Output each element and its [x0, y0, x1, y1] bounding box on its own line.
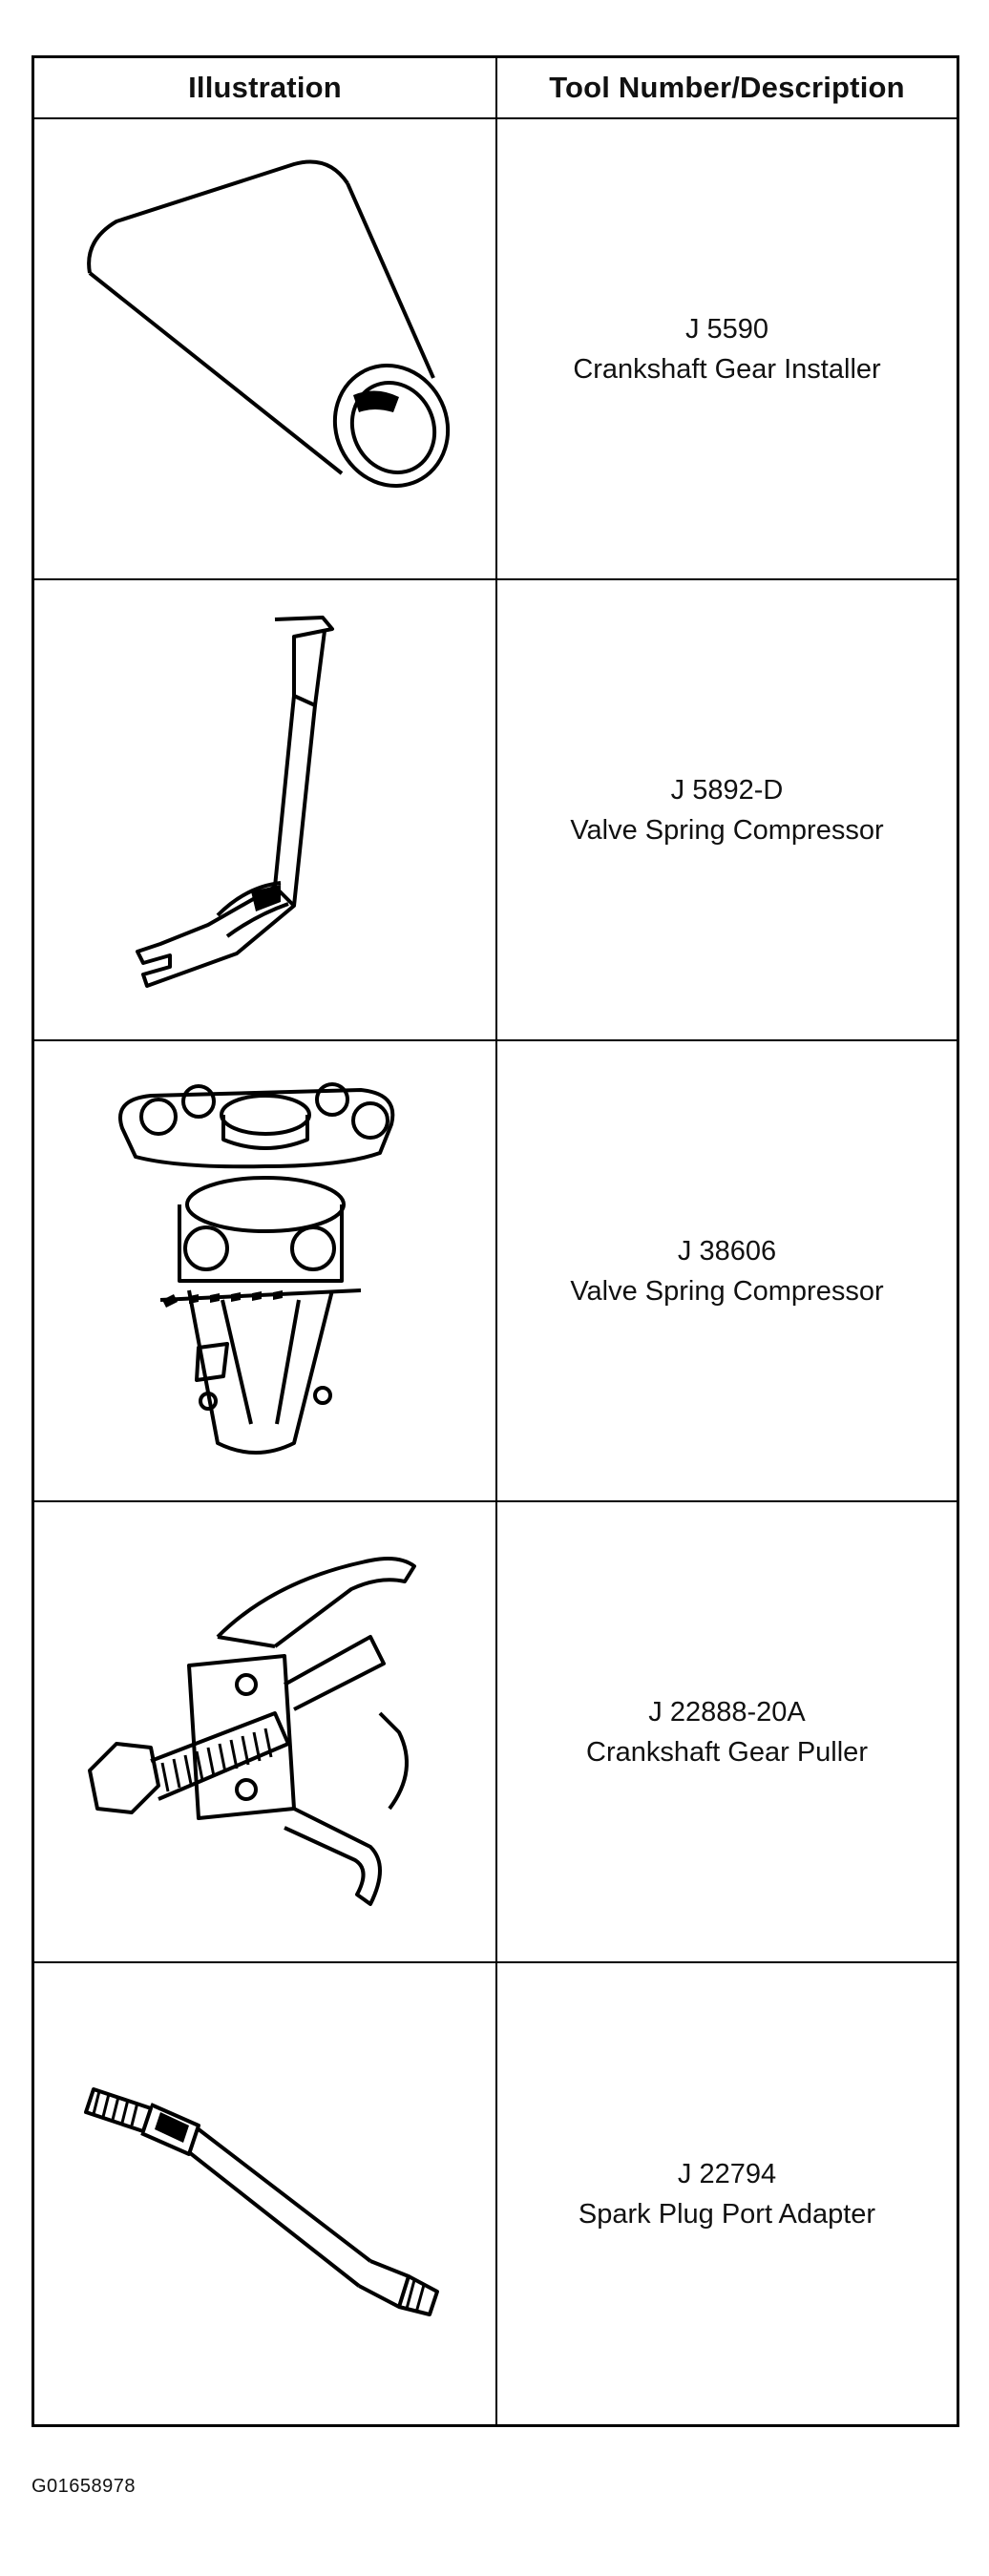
tool-description-2: J 5892-D Valve Spring Compressor	[497, 580, 957, 1041]
header-illustration: Illustration	[34, 58, 497, 119]
clamp-compressor-icon	[117, 1081, 394, 1455]
tool-number: J 22794	[677, 2158, 777, 2189]
header-tool-description: Tool Number/Description	[497, 58, 957, 119]
illustration-cell-2	[34, 580, 497, 1041]
tool-number: J 5892-D	[670, 774, 784, 806]
lever-compressor-icon	[135, 615, 334, 988]
tool-table: Illustration Tool Number/Description J 5…	[32, 55, 959, 2427]
illustration-cell-3	[34, 1041, 497, 1502]
adapter-hose-icon	[83, 2086, 439, 2316]
figure-code: G01658978	[32, 2476, 137, 2497]
tool-name: Crankshaft Gear Installer	[573, 353, 881, 385]
tool-description-1: J 5590 Crankshaft Gear Installer	[497, 119, 957, 580]
tool-name: Crankshaft Gear Puller	[586, 1736, 868, 1768]
tool-number: J 5590	[684, 313, 769, 345]
illustration-cell-4	[34, 1502, 497, 1963]
tool-name: Valve Spring Compressor	[570, 814, 884, 846]
illustration-cell-5	[34, 1963, 497, 2424]
tool-number: J 38606	[677, 1235, 777, 1267]
gear-puller-icon	[87, 1556, 416, 1906]
cylinder-sleeve-icon	[86, 159, 450, 488]
illustration-cell-1	[34, 119, 497, 580]
tool-description-3: J 38606 Valve Spring Compressor	[497, 1041, 957, 1502]
tool-description-5: J 22794 Spark Plug Port Adapter	[497, 1963, 957, 2424]
tool-number: J 22888-20A	[648, 1696, 806, 1728]
tool-name: Spark Plug Port Adapter	[578, 2198, 876, 2230]
tool-name: Valve Spring Compressor	[570, 1275, 884, 1307]
tool-description-4: J 22888-20A Crankshaft Gear Puller	[497, 1502, 957, 1963]
